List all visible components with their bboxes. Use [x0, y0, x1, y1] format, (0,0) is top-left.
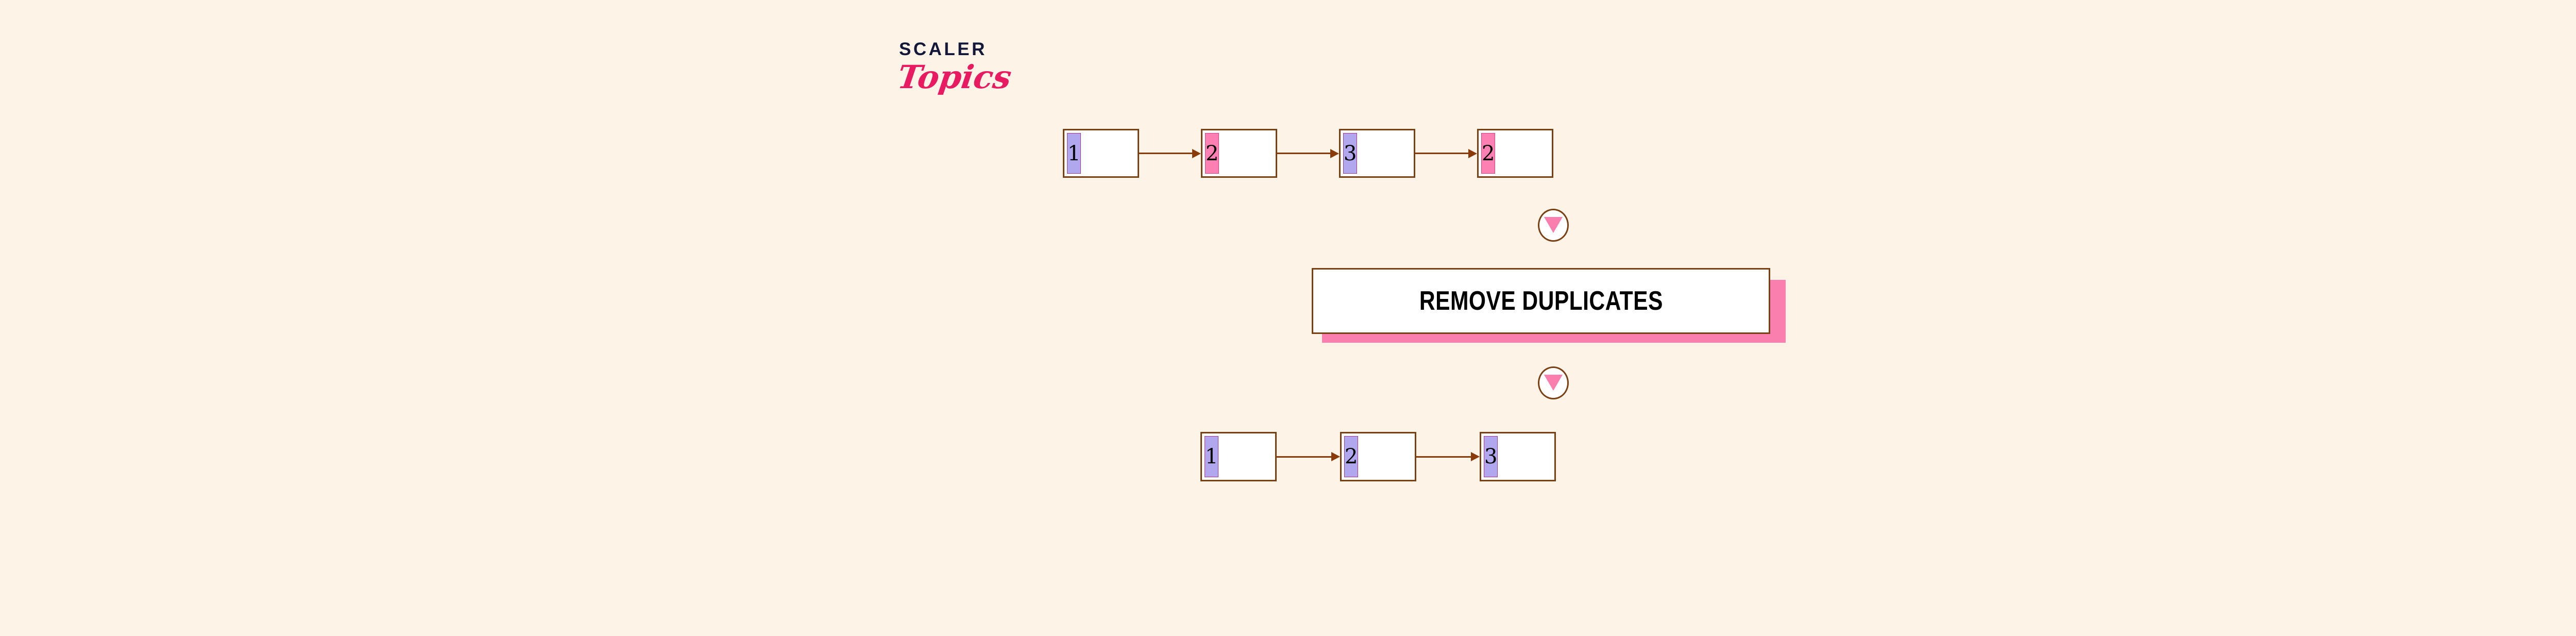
list-node: 1 [1063, 129, 1139, 178]
down-triangle-icon [1538, 209, 1569, 242]
logo-secondary-text: Topics [895, 58, 1014, 96]
banner-label: REMOVE DUPLICATES [1419, 286, 1663, 316]
logo-primary-text: SCALER [899, 39, 987, 59]
arrow-head [1192, 148, 1201, 158]
list-node-value: 3 [1484, 436, 1498, 477]
right-arrow-icon [1139, 148, 1201, 159]
arrow-shaft [1415, 153, 1469, 154]
arrow-shaft [1416, 456, 1471, 458]
list-node-value: 2 [1344, 436, 1359, 477]
list-node-value: 2 [1205, 133, 1219, 174]
triangle-glyph [1544, 374, 1563, 391]
banner-card: REMOVE DUPLICATES [1312, 268, 1770, 334]
arrow-shaft [1277, 456, 1332, 458]
arrow-head [1330, 148, 1339, 158]
list-node: 2 [1201, 129, 1277, 178]
list-node-value: 1 [1067, 133, 1081, 174]
output-linked-list: 1 2 3 [1200, 432, 1556, 481]
input-linked-list: 1 2 3 2 [1063, 129, 1553, 178]
list-node-value: 1 [1205, 436, 1219, 477]
arrow-head [1471, 452, 1480, 461]
right-arrow-icon [1416, 451, 1480, 462]
scaler-topics-logo: SCALER Topics [895, 39, 1033, 110]
down-triangle-icon [1538, 366, 1569, 399]
arrow-head [1331, 452, 1340, 461]
list-node: 2 [1477, 129, 1553, 178]
list-node: 2 [1340, 432, 1416, 481]
remove-duplicates-banner: REMOVE DUPLICATES [1312, 268, 1786, 343]
arrow-shaft [1277, 153, 1331, 154]
right-arrow-icon [1415, 148, 1477, 159]
list-node-value: 3 [1343, 133, 1358, 174]
triangle-glyph [1544, 216, 1563, 233]
list-node: 3 [1339, 129, 1415, 178]
list-node: 1 [1200, 432, 1277, 481]
arrow-shaft [1139, 153, 1193, 154]
arrow-head [1468, 148, 1477, 158]
right-arrow-icon [1277, 451, 1340, 462]
right-arrow-icon [1277, 148, 1339, 159]
list-node: 3 [1480, 432, 1556, 481]
list-node-value: 2 [1481, 133, 1496, 174]
